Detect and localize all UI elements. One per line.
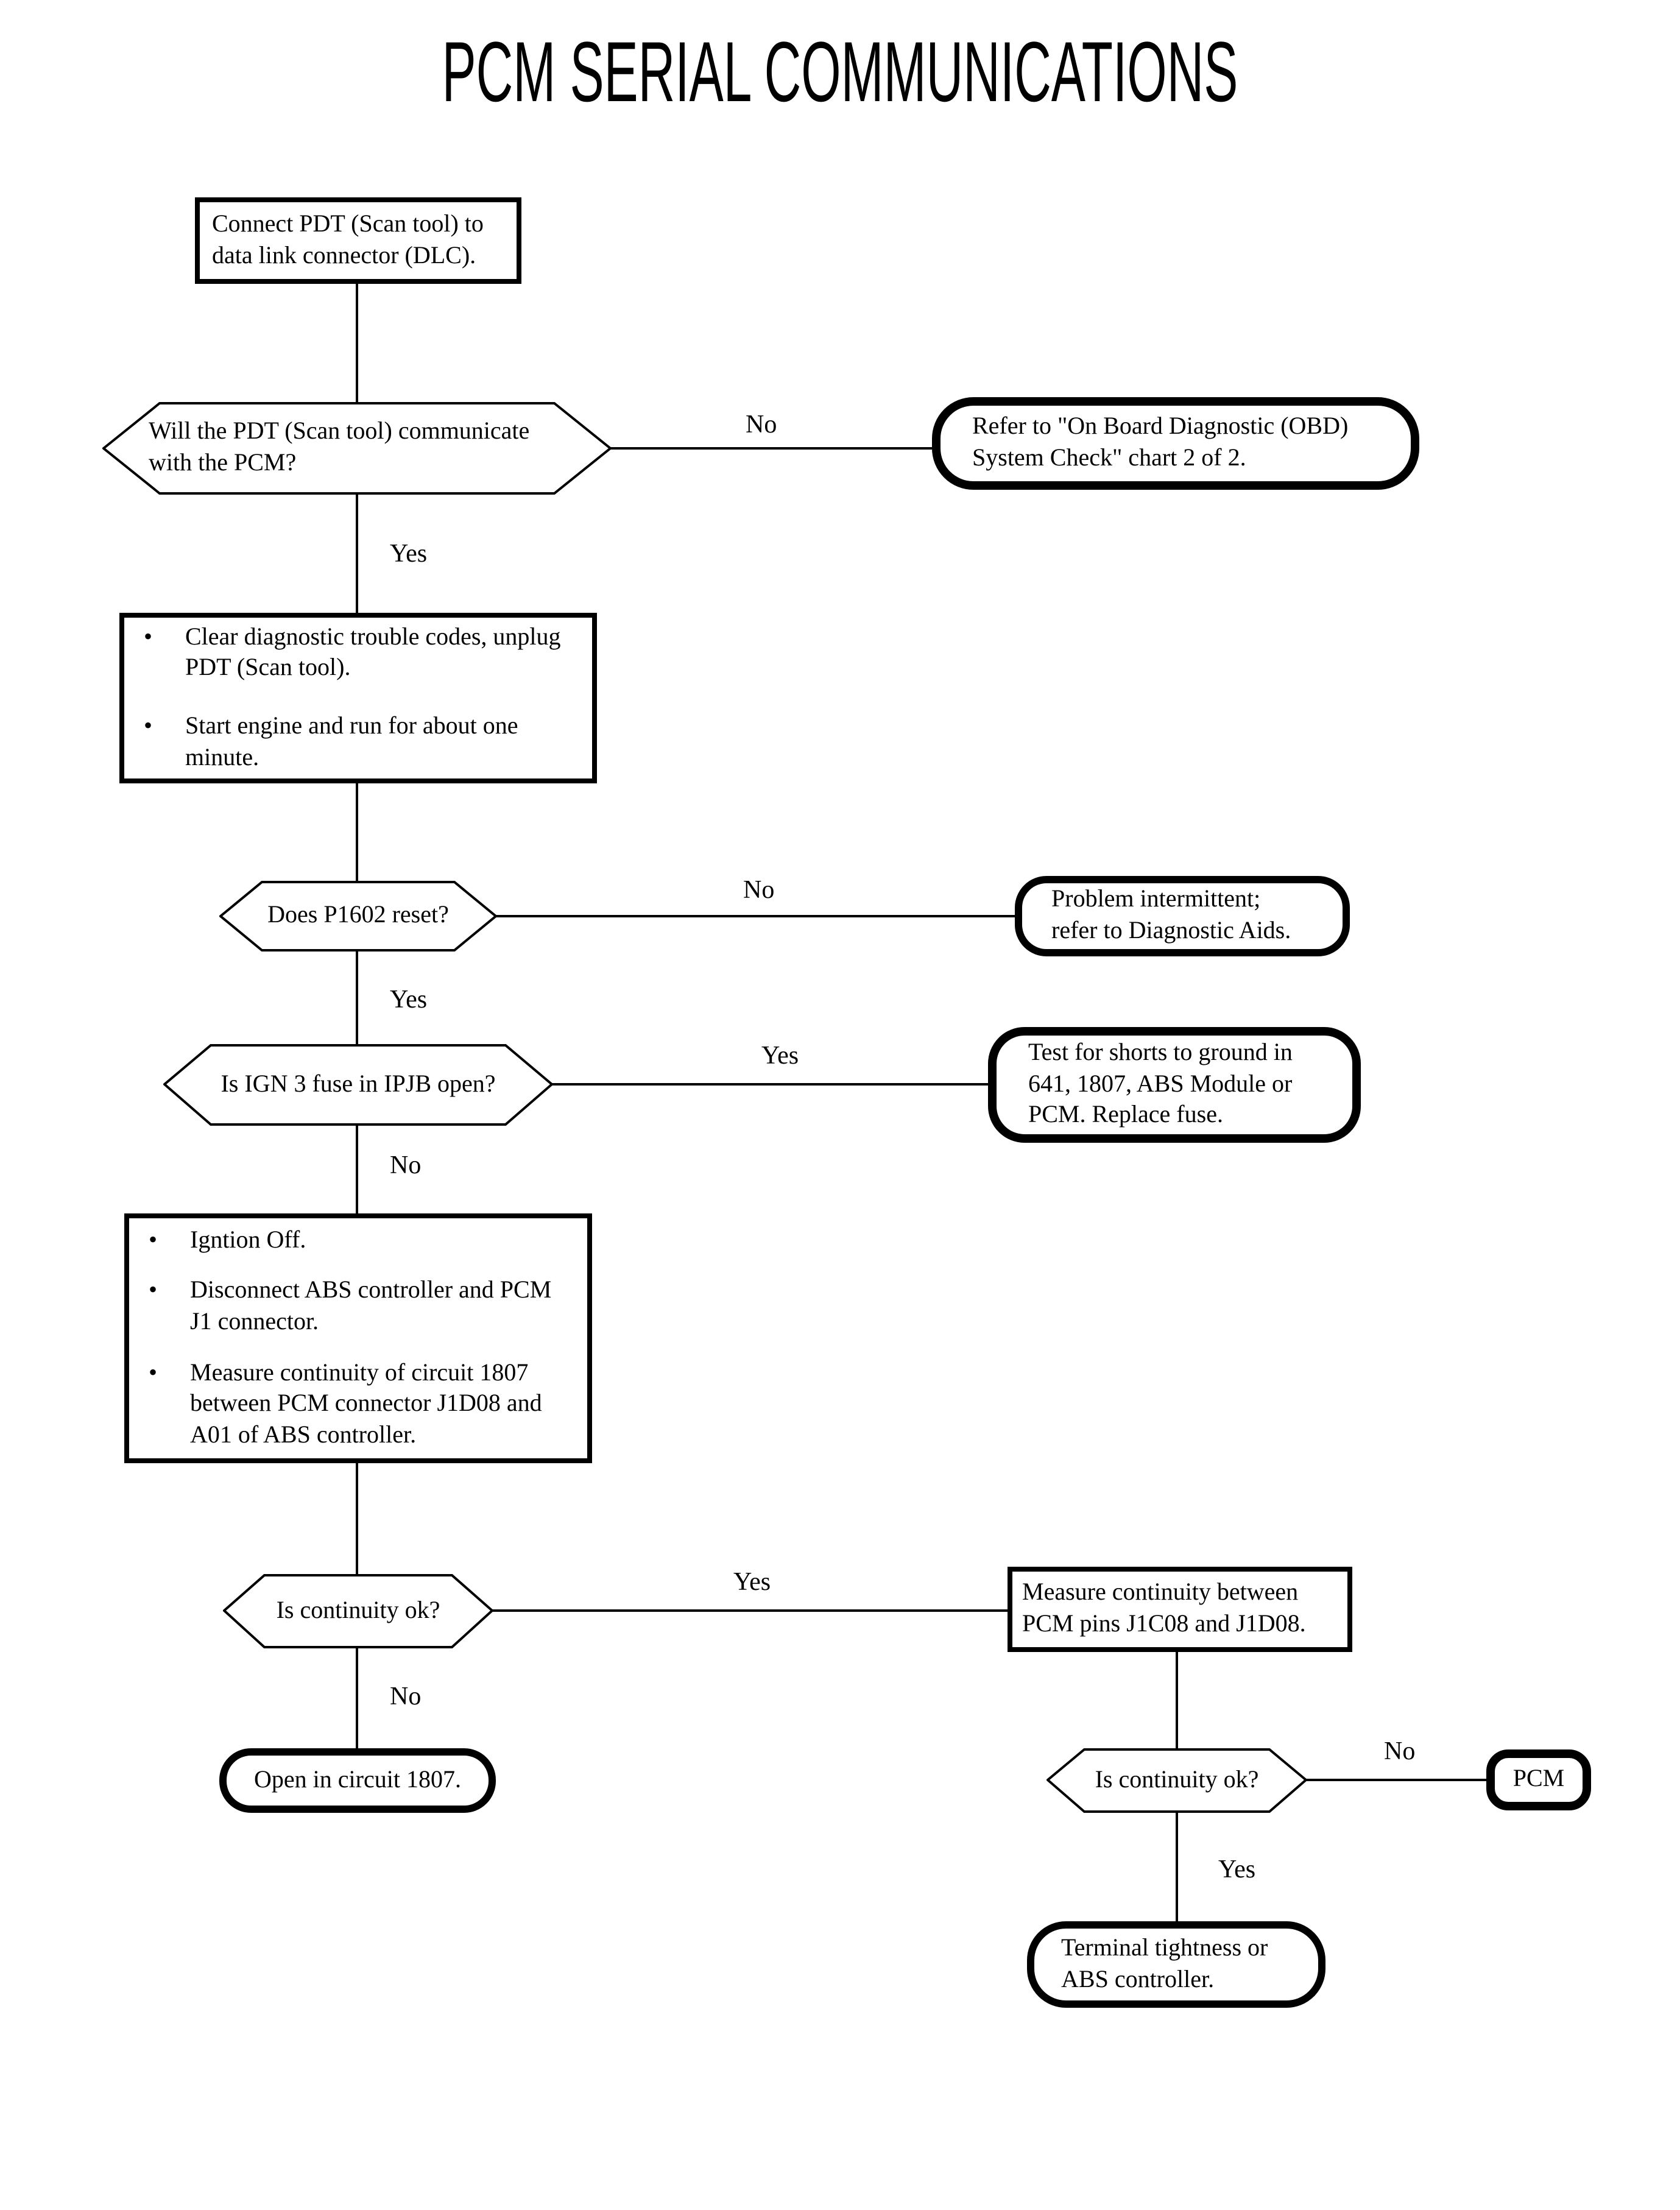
node-is-continuity-ok-2-text: Is continuity ok? xyxy=(1095,1766,1259,1793)
node-problem-intermittent: Problem intermittent; refer to Diagnosti… xyxy=(1015,876,1350,956)
bullet-icon: • xyxy=(149,1359,158,1386)
connector-line-steps-to-continuity1 xyxy=(356,1463,358,1574)
connector-line-continuity2-yes xyxy=(1176,1813,1178,1921)
connector-line-continuity1-no xyxy=(356,1648,358,1748)
hexagon-shape xyxy=(223,1574,493,1648)
edge-label-yes-3: Yes xyxy=(761,1040,799,1070)
list-item: • Disconnect ABS controller and PCM J1 c… xyxy=(149,1276,580,1338)
list-item: • Igntion Off. xyxy=(149,1225,580,1256)
node-will-pdt-communicate: Will the PDT (Scan tool) communicate wit… xyxy=(102,402,612,495)
connector-line-measure-to-continuity2 xyxy=(1176,1652,1178,1748)
node-is-ign3-fuse-open-text: Is IGN 3 fuse in IPJB open? xyxy=(221,1070,496,1098)
edge-label-no-5: No xyxy=(1384,1736,1416,1765)
edge-label-yes-1: Yes xyxy=(390,538,428,568)
bullet-icon: • xyxy=(144,623,153,651)
node-is-ign3-fuse-open: Is IGN 3 fuse in IPJB open? xyxy=(163,1044,553,1126)
node-does-p1602-reset: Does P1602 reset? xyxy=(219,881,497,951)
hexagon-shape xyxy=(102,402,612,495)
connector-line-reset-no xyxy=(496,915,1015,917)
connector-line-fuse-no xyxy=(356,1126,358,1213)
list-item-text: Measure continuity of circuit 1807 betwe… xyxy=(190,1359,542,1449)
connector-line-will-yes xyxy=(356,495,358,613)
list-item-text: Disconnect ABS controller and PCM J1 con… xyxy=(190,1277,552,1335)
bullet-icon: • xyxy=(149,1277,158,1304)
node-pcm-text: PCM xyxy=(1512,1765,1565,1793)
list-item-text: Igntion Off. xyxy=(190,1226,306,1254)
node-terminal-tightness: Terminal tightness or ABS controller. xyxy=(1027,1921,1325,2008)
connector-line-fuse-yes xyxy=(552,1083,988,1086)
bullet-icon: • xyxy=(149,1226,158,1254)
connector-line-continuity1-yes xyxy=(492,1609,1008,1612)
bullet-icon: • xyxy=(144,713,153,740)
node-is-continuity-ok-1: Is continuity ok? xyxy=(223,1574,493,1648)
node-test-for-shorts: Test for shorts to ground in 641, 1807, … xyxy=(988,1027,1361,1143)
node-connect-pdt: Connect PDT (Scan tool) to data link con… xyxy=(195,197,521,284)
edge-label-yes-5: Yes xyxy=(1218,1854,1256,1883)
list-item: • Start engine and run for about one min… xyxy=(144,711,585,774)
edge-label-no-3: No xyxy=(390,1150,422,1179)
node-refer-obd-text: Refer to "On Board Diagnostic (OBD) Syst… xyxy=(972,413,1349,471)
edge-label-no-2: No xyxy=(743,875,775,904)
connector-line-reset-yes xyxy=(356,951,358,1044)
node-open-in-circuit-1807: Open in circuit 1807. xyxy=(219,1748,496,1813)
edge-label-yes-4: Yes xyxy=(733,1567,771,1596)
page-title: PCM SERIAL COMMUNICATIONS xyxy=(0,29,1680,115)
node-open-in-circuit-1807-text: Open in circuit 1807. xyxy=(254,1766,461,1793)
list-item-text: Clear diagnostic trouble codes, unplug P… xyxy=(185,623,561,682)
hexagon-shape xyxy=(163,1044,553,1126)
edge-label-no-1: No xyxy=(746,409,777,439)
hexagon-shape xyxy=(1046,1748,1307,1813)
connector-line-connect-to-will xyxy=(356,283,358,402)
node-will-pdt-communicate-text: Will the PDT (Scan tool) communicate wit… xyxy=(149,418,530,476)
node-pcm: PCM xyxy=(1486,1749,1591,1810)
node-ignition-off-steps: • Igntion Off. • Disconnect ABS controll… xyxy=(124,1213,592,1463)
node-problem-intermittent-text: Problem intermittent; refer to Diagnosti… xyxy=(1051,886,1291,944)
node-terminal-tightness-text: Terminal tightness or ABS controller. xyxy=(1061,1934,1268,1993)
connector-line-will-no xyxy=(610,447,945,450)
node-measure-continuity-text: Measure continuity between PCM pins J1C0… xyxy=(1022,1579,1306,1637)
list-item: • Clear diagnostic trouble codes, unplug… xyxy=(144,623,585,685)
node-is-continuity-ok-1-text: Is continuity ok? xyxy=(276,1597,440,1624)
node-is-continuity-ok-2: Is continuity ok? xyxy=(1046,1748,1307,1813)
node-clear-codes: • Clear diagnostic trouble codes, unplug… xyxy=(119,613,597,783)
connector-line-continuity2-no xyxy=(1306,1779,1486,1781)
node-connect-pdt-text: Connect PDT (Scan tool) to data link con… xyxy=(212,210,484,269)
connector-line-clear-to-reset xyxy=(356,783,358,881)
hexagon-shape xyxy=(219,881,497,951)
edge-label-no-4: No xyxy=(390,1681,422,1710)
list-item: • Measure continuity of circuit 1807 bet… xyxy=(149,1358,580,1452)
node-refer-obd: Refer to "On Board Diagnostic (OBD) Syst… xyxy=(932,397,1419,490)
node-measure-continuity: Measure continuity between PCM pins J1C0… xyxy=(1008,1567,1352,1652)
node-does-p1602-reset-text: Does P1602 reset? xyxy=(267,902,449,929)
node-test-for-shorts-text: Test for shorts to ground in 641, 1807, … xyxy=(1028,1039,1293,1129)
page-title-text: PCM SERIAL COMMUNICATIONS xyxy=(442,24,1238,119)
list-item-text: Start engine and run for about one minut… xyxy=(185,713,518,771)
edge-label-yes-2: Yes xyxy=(390,984,428,1014)
